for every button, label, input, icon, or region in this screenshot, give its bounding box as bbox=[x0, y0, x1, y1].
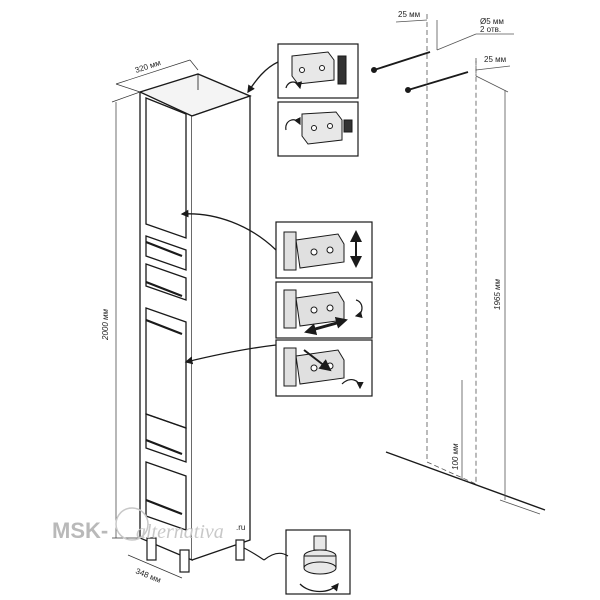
detail-hinge-1 bbox=[275, 221, 373, 279]
drawer-3 bbox=[145, 413, 187, 463]
rotate-arrow-icon bbox=[299, 582, 339, 593]
hinge-icon bbox=[283, 289, 345, 329]
middle-door bbox=[145, 307, 187, 429]
dim-depth-bottom: 348 мм bbox=[134, 567, 162, 585]
detail-bracket-bottom bbox=[277, 101, 359, 157]
bracket-icon bbox=[291, 51, 347, 85]
wall-mount-drawing bbox=[385, 14, 546, 515]
detail-bracket-top bbox=[277, 43, 359, 99]
dim-offset-left: 25 мм bbox=[398, 10, 420, 19]
dim-offset-right: 25 мм bbox=[484, 55, 506, 64]
dim-hole-diameter: Ø5 мм bbox=[480, 17, 504, 26]
rotate-arrow-icon bbox=[285, 117, 301, 131]
drawer-4 bbox=[145, 461, 187, 531]
cabinet-dimensions bbox=[111, 59, 199, 579]
cabinet bbox=[138, 73, 252, 573]
callout-arrows bbox=[180, 61, 279, 365]
detail-foot bbox=[243, 529, 351, 595]
dim-width-top: 320 мм bbox=[134, 58, 162, 75]
detail-hinge-3 bbox=[275, 339, 373, 397]
handles bbox=[145, 240, 183, 516]
dim-height-total: 2000 мм bbox=[101, 308, 110, 341]
screw-icon bbox=[371, 51, 469, 93]
drawer-2 bbox=[145, 263, 187, 301]
bracket-icon bbox=[301, 111, 353, 145]
upper-door bbox=[145, 97, 187, 239]
watermark: MSK- alternativa .ru bbox=[52, 507, 245, 543]
dim-mount-height: 1965 мм bbox=[493, 278, 502, 310]
watermark-brand: MSK- bbox=[52, 518, 108, 543]
rotate-arrow-icon bbox=[341, 379, 364, 390]
dim-hole-count: 2 отв. bbox=[480, 25, 501, 34]
hinge-icon bbox=[283, 347, 345, 387]
rotate-arrow-icon bbox=[285, 81, 303, 90]
watermark-script: alternativa bbox=[136, 521, 224, 543]
dim-floor-gap: 100 мм bbox=[451, 443, 460, 470]
hinge-icon bbox=[283, 231, 345, 271]
rotate-arrow-icon bbox=[354, 299, 363, 319]
watermark-suffix: .ru bbox=[236, 523, 245, 532]
adjustable-foot-icon bbox=[303, 535, 337, 575]
detail-hinge-2 bbox=[275, 281, 373, 339]
drawer-1 bbox=[145, 235, 187, 271]
legs bbox=[146, 537, 245, 573]
